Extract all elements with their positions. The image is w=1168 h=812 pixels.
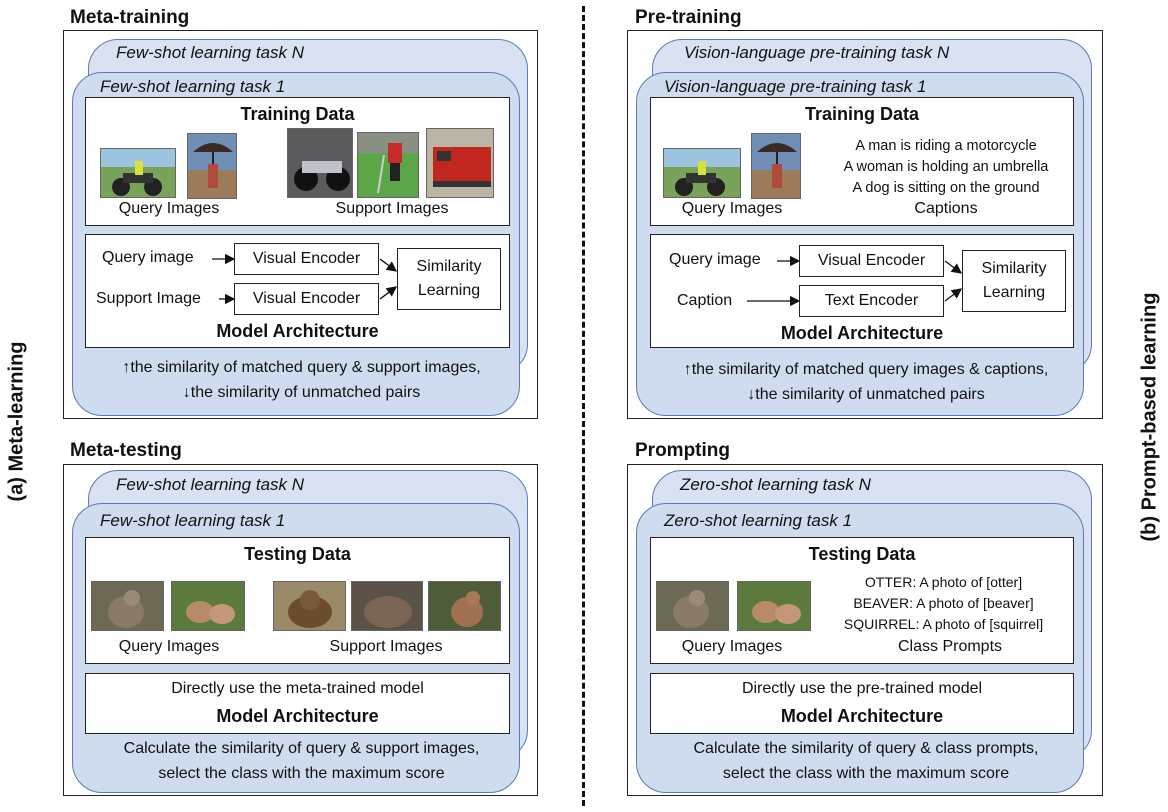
meta-training-title: Meta-training — [70, 7, 190, 28]
architecture-arrows — [212, 253, 398, 305]
query-image-input-label: Query image — [669, 251, 761, 268]
query-images-label: Query Images — [118, 200, 220, 217]
caption-1: A man is riding a motorcycle — [855, 138, 1037, 154]
meta-testing-title: Meta-testing — [70, 440, 182, 461]
motorcycle-support-image — [287, 128, 353, 198]
squirrel-image — [91, 581, 164, 631]
training-note-line1: ↑the similarity of matched query & suppo… — [122, 359, 481, 376]
training-note-line2: ↓the similarity of unmatched pairs — [182, 384, 421, 401]
prompt-squirrel: SQUIRREL: A photo of [squirrel] — [843, 616, 1044, 632]
prompt-otter: OTTER: A photo of [otter] — [864, 574, 1023, 590]
query-images-label: Query Images — [681, 638, 783, 655]
testing-note-line2: select the class with the maximum score — [722, 765, 1010, 782]
testing-data-box: Testing Data OTTER: A photo of [otter] B… — [650, 537, 1074, 664]
testing-note-line1: Calculate the similarity of query & clas… — [693, 740, 1039, 757]
squirrel-support-image — [428, 581, 501, 631]
caption-input-label: Caption — [677, 292, 733, 309]
motorcycle-image — [663, 148, 741, 198]
visual-encoder-1: Visual Encoder — [234, 243, 379, 275]
class-prompts-label: Class Prompts — [897, 638, 1003, 655]
training-data-title: Training Data — [240, 104, 355, 124]
training-data-box: Training Data Query Images Support Image… — [85, 97, 510, 226]
otter-image — [273, 581, 346, 631]
model-architecture-title: Model Architecture — [216, 706, 379, 726]
similarity-learning-box: Similarity Learning — [397, 248, 501, 310]
training-data-title: Training Data — [804, 104, 920, 124]
task-front-label: Vision-language pre-training task 1 — [664, 77, 927, 96]
beaver-image — [351, 581, 423, 631]
model-line: Directly use the meta-trained model — [171, 680, 424, 697]
training-note-line2: ↓the similarity of unmatched pairs — [747, 386, 985, 403]
caption-3: A dog is sitting on the ground — [852, 180, 1040, 196]
task-back-label: Few-shot learning task N — [116, 475, 305, 494]
train-image — [426, 128, 494, 198]
prompt-based-learning-label: (b) Prompt-based learning — [1138, 292, 1161, 542]
meta-testing-frame: Few-shot learning task N ... Few-shot le… — [63, 464, 538, 796]
pre-training-frame: Vision-language pre-training task N ... … — [627, 30, 1103, 419]
captions-label: Captions — [914, 200, 978, 217]
prompting-frame: Zero-shot learning task N ... Zero-shot … — [627, 464, 1103, 796]
testing-data-title: Testing Data — [808, 544, 916, 564]
task-back-label: Few-shot learning task N — [116, 43, 305, 62]
query-image-input-label: Query image — [102, 249, 194, 266]
testing-note-line1: Calculate the similarity of query & supp… — [123, 740, 480, 757]
model-architecture-title: Model Architecture — [780, 706, 944, 726]
model-architecture-title: Model Architecture — [216, 321, 379, 341]
support-image-input-label: Support Image — [96, 290, 201, 307]
testing-data-box: Testing Data Query Images Support Images — [85, 537, 510, 664]
task-front-label: Zero-shot learning task 1 — [664, 511, 853, 530]
similarity-learning-label: Similarity Learning — [981, 260, 1047, 301]
model-architecture-box: Query image Caption Visual Encoder Text … — [650, 234, 1074, 348]
pre-training-title: Pre-training — [635, 7, 742, 28]
training-note-line1: ↑the similarity of matched query images … — [683, 361, 1049, 378]
motorcycle-image — [100, 148, 176, 198]
dashed-divider — [582, 6, 585, 806]
visual-encoder-2: Visual Encoder — [234, 283, 379, 315]
query-images-label: Query Images — [681, 200, 783, 217]
testing-data-title: Testing Data — [244, 544, 351, 564]
model-architecture-title: Model Architecture — [780, 323, 944, 343]
training-data-box: Training Data A man is riding a motorcyc… — [650, 97, 1074, 226]
meta-learning-label: (a) Meta-learning — [5, 341, 28, 502]
support-images-label: Support Images — [335, 200, 449, 217]
rabbit-image — [171, 581, 245, 631]
caption-list: A man is riding a motorcycle A woman is … — [816, 136, 1076, 199]
scooter-kid-image — [357, 132, 419, 198]
model-architecture-box: Directly use the pre-trained model Model… — [650, 673, 1074, 734]
rabbit-image — [737, 581, 811, 631]
umbrella-image — [187, 133, 237, 199]
model-line: Directly use the pre-trained model — [741, 680, 983, 697]
model-architecture-box: Directly use the meta-trained model Mode… — [85, 673, 510, 734]
query-images-label: Query Images — [118, 638, 220, 655]
architecture-arrows — [747, 255, 963, 307]
visual-encoder: Visual Encoder — [799, 245, 944, 277]
similarity-learning-box: Similarity Learning — [962, 250, 1066, 312]
model-architecture-box: Query image Support Image Visual Encoder… — [85, 234, 510, 348]
similarity-learning-label: Similarity Learning — [416, 258, 482, 299]
task-back-label: Vision-language pre-training task N — [684, 43, 950, 62]
class-prompt-list: OTTER: A photo of [otter] BEAVER: A phot… — [821, 572, 1066, 635]
squirrel-image — [656, 581, 729, 631]
testing-note-line2: select the class with the maximum score — [158, 765, 445, 782]
prompt-beaver: BEAVER: A photo of [beaver] — [853, 595, 1034, 611]
caption-2: A woman is holding an umbrella — [843, 159, 1049, 175]
meta-training-frame: Few-shot learning task N ... Few-shot le… — [63, 30, 538, 419]
task-back-label: Zero-shot learning task N — [680, 475, 871, 494]
support-images-label: Support Images — [329, 638, 443, 655]
task-front-label: Few-shot learning task 1 — [100, 77, 286, 96]
prompting-title: Prompting — [635, 440, 730, 461]
umbrella-image — [751, 133, 801, 199]
text-encoder: Text Encoder — [799, 285, 944, 317]
task-front-label: Few-shot learning task 1 — [100, 511, 286, 530]
